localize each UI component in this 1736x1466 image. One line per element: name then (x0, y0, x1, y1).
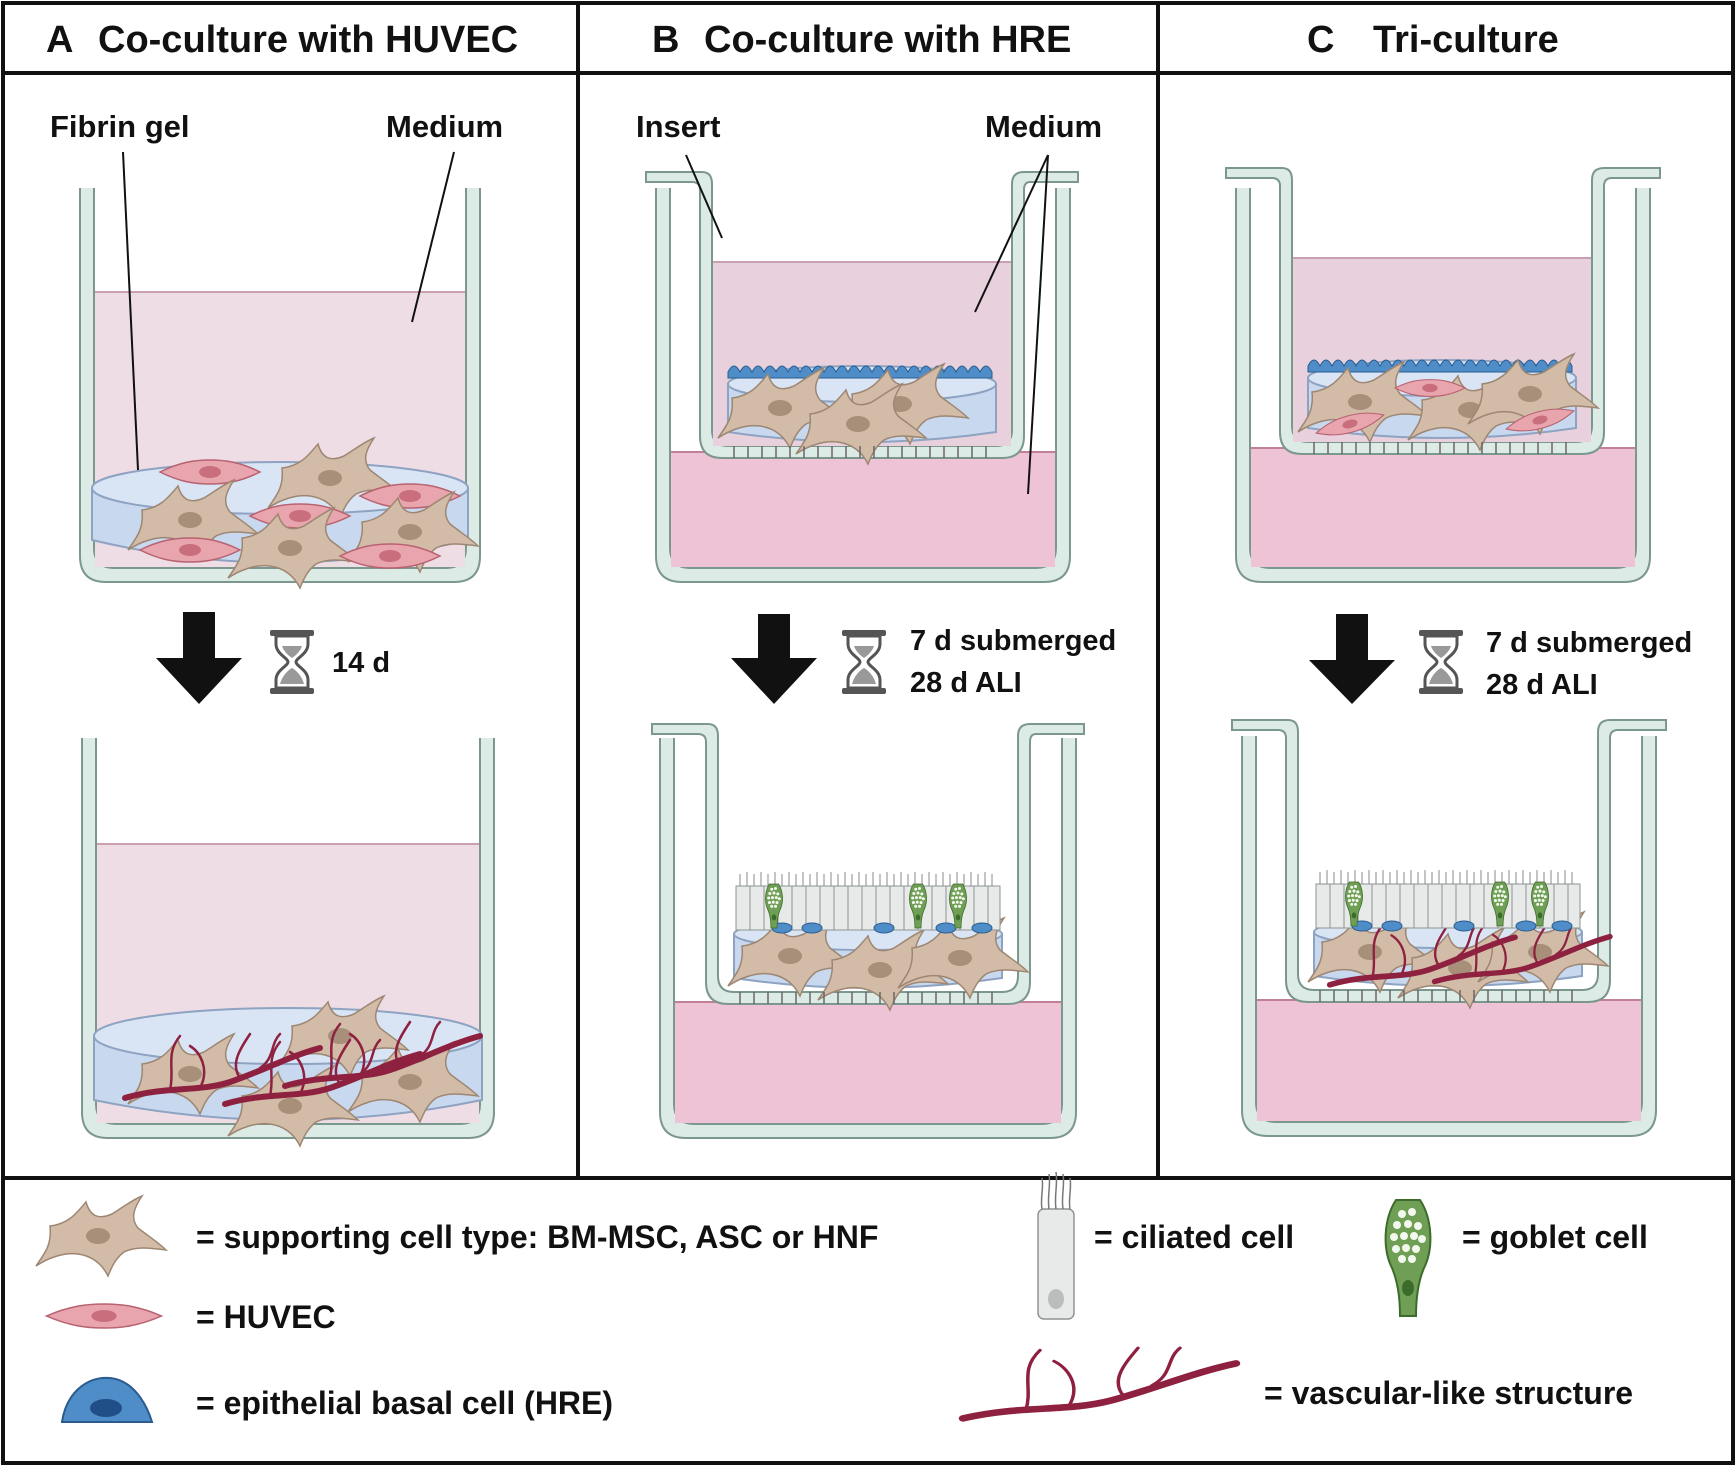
panel-c-time-1: 7 d submerged (1486, 627, 1692, 659)
panel-c-letter: C (1307, 19, 1334, 61)
insert-label: Insert (636, 109, 720, 144)
goblet-cell-icon (1384, 1199, 1432, 1317)
legend-goblet: = goblet cell (1462, 1219, 1648, 1255)
insert-pointer (685, 154, 723, 239)
panel-a-arrow (156, 612, 242, 704)
legend-vascular: = vascular-like structure (1264, 1375, 1633, 1411)
panel-b-title: Co-culture with HRE (704, 19, 1071, 61)
basal-cell-icon (61, 1376, 153, 1423)
panel-a-letter: A (46, 19, 73, 61)
medium-label-b: Medium (985, 109, 1102, 144)
panel-b-letter: B (652, 19, 679, 61)
legend: = supporting cell type: BM-MSC, ASC or H… (35, 1171, 1648, 1423)
hourglass-icon (1417, 628, 1465, 696)
panel-a-well-after (81, 738, 495, 1147)
legend-ciliated: = ciliated cell (1094, 1219, 1294, 1255)
panel-b-time-2: 28 d ALI (910, 667, 1022, 699)
vascular-structure-icon (963, 1348, 1236, 1418)
panel-c-well-after (1231, 719, 1667, 1137)
panel-b-arrow (731, 614, 817, 704)
panel-a-title: Co-culture with HUVEC (98, 19, 518, 61)
legend-basal: = epithelial basal cell (HRE) (196, 1385, 613, 1421)
panel-a-well-before (79, 188, 481, 589)
fibrin-gel-label: Fibrin gel (50, 109, 190, 144)
panel-c-title: Tri-culture (1373, 19, 1559, 61)
medium-pointer-b2 (1027, 154, 1049, 495)
hourglass-icon (268, 628, 316, 696)
panel-a-time: 14 d (332, 647, 390, 679)
supporting-cell-icon (35, 1195, 167, 1277)
panel-b-time-1: 7 d submerged (910, 625, 1116, 657)
legend-huvec: = HUVEC (196, 1299, 336, 1335)
ciliated-cell-icon (1037, 1171, 1075, 1320)
huvec-cell-icon (45, 1303, 163, 1329)
legend-supporting: = supporting cell type: BM-MSC, ASC or H… (196, 1219, 878, 1255)
panel-c-time-2: 28 d ALI (1486, 669, 1598, 701)
medium-pointer-b1 (974, 154, 1049, 313)
medium-label-a: Medium (386, 109, 503, 144)
fibrin-gel-pointer (122, 151, 139, 471)
panel-b-well-after (651, 723, 1085, 1139)
medium-pointer-a (411, 151, 455, 323)
panel-b-well-before (645, 171, 1079, 583)
hourglass-icon (840, 628, 888, 696)
panel-c-well-before (1225, 167, 1661, 583)
panel-c-arrow (1309, 614, 1395, 704)
